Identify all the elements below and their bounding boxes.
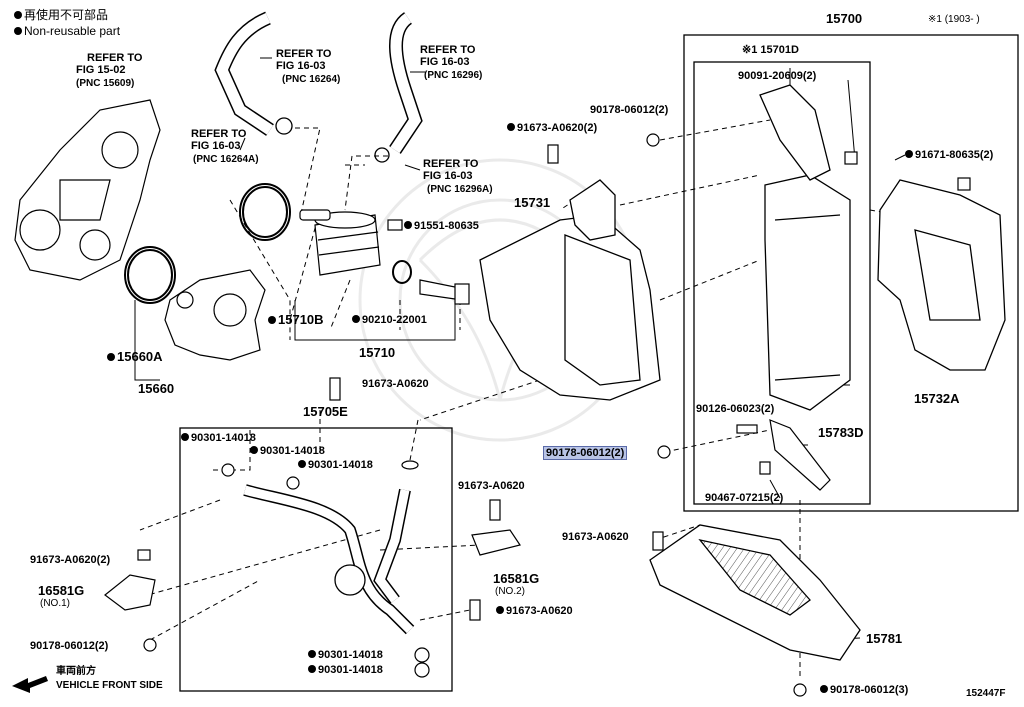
pnc-91673-A0620-a-text: 91673-A0620(2) bbox=[517, 122, 598, 134]
pnc-91673-A0620-f-text: 91673-A0620 bbox=[506, 605, 573, 617]
intercooler bbox=[759, 84, 851, 411]
pnc-15710[interactable]: 15710 bbox=[359, 345, 396, 360]
pnc-91671-80635[interactable]: 91671-80635(2) bbox=[905, 149, 993, 161]
water-pump bbox=[164, 269, 266, 361]
pnc-15732A[interactable]: 15732A bbox=[914, 391, 960, 406]
pnc-91673-A0620-b[interactable]: 91673-A0620 bbox=[362, 378, 429, 390]
refer-4-line2[interactable]: FIG 16-03 bbox=[420, 56, 470, 68]
front-side-jp: 車両前方 bbox=[56, 666, 96, 677]
pnc-15710B[interactable]: 15710B bbox=[268, 313, 324, 327]
pnc-90301-14018-c-text: 90301-14018 bbox=[308, 459, 373, 471]
pnc-15660[interactable]: 15660 bbox=[138, 381, 175, 396]
legend-nonreusable-en: Non-reusable part bbox=[14, 24, 120, 38]
union-bolt bbox=[419, 279, 470, 305]
pnc-90210-22001-text: 90210-22001 bbox=[362, 314, 427, 326]
refer-3-line1: REFER TO bbox=[191, 128, 247, 140]
pnc-16581G-no1-sub: (NO.1) bbox=[40, 598, 70, 609]
pnc-90126-06023[interactable]: 90126-06023(2) bbox=[696, 403, 775, 415]
pnc-15783D[interactable]: 15783D bbox=[818, 425, 864, 440]
figure-number: 152447F bbox=[966, 688, 1006, 699]
refer-3-line3: (PNC 16264A) bbox=[193, 154, 259, 165]
pnc-90301-14018-e-text: 90301-14018 bbox=[318, 664, 383, 676]
hoses-top bbox=[214, 11, 423, 163]
fasteners bbox=[137, 133, 971, 697]
pnc-16581G-no2-sub: (NO.2) bbox=[495, 586, 525, 597]
legend-nonreusable-jp: 再使用不可部品 bbox=[14, 8, 108, 22]
refer-5-line1: REFER TO bbox=[423, 158, 479, 170]
pnc-15660A[interactable]: 15660A bbox=[107, 350, 163, 364]
pnc-90467-07215[interactable]: 90467-07215(2) bbox=[705, 492, 784, 504]
pnc-90301-14018-e[interactable]: 90301-14018 bbox=[308, 664, 383, 676]
refer-5-line3: (PNC 16296A) bbox=[427, 184, 493, 195]
legend-text-en: Non-reusable part bbox=[24, 24, 121, 38]
pnc-16581G-no2[interactable]: 16581G bbox=[493, 571, 540, 586]
refer-5-line2[interactable]: FIG 16-03 bbox=[423, 170, 473, 182]
pnc-90301-14018-d-text: 90301-14018 bbox=[318, 649, 383, 661]
air-duct bbox=[479, 179, 661, 401]
pnc-90210-22001[interactable]: 90210-22001 bbox=[352, 314, 427, 326]
pnc-15701D[interactable]: ※1 15701D bbox=[742, 44, 799, 56]
pnc-90301-14018-a-text: 90301-14018 bbox=[191, 432, 256, 444]
pnc-90301-14018-b-text: 90301-14018 bbox=[260, 445, 325, 457]
refer-2-line3: (PNC 16264) bbox=[282, 74, 341, 85]
pnc-90301-14018-b[interactable]: 90301-14018 bbox=[250, 445, 325, 457]
pnc-90301-14018-d[interactable]: 90301-14018 bbox=[308, 649, 383, 661]
sensor-no1 bbox=[104, 574, 156, 611]
refer-2-line2[interactable]: FIG 16-03 bbox=[276, 60, 326, 72]
engine-housing bbox=[14, 99, 161, 281]
refer-4-line1: REFER TO bbox=[420, 44, 476, 56]
pnc-91551-80635-text: 91551-80635 bbox=[414, 220, 479, 232]
pnc-15660A-text: 15660A bbox=[117, 349, 163, 364]
pnc-90178-06012-highlighted[interactable]: 90178-06012(2) bbox=[543, 446, 628, 460]
refer-1-line1: REFER TO bbox=[87, 52, 143, 64]
pnc-91673-A0620-a[interactable]: 91673-A0620(2) bbox=[507, 122, 597, 134]
pnc-16581G-no1[interactable]: 16581G bbox=[38, 583, 85, 598]
refer-1-line3: (PNC 15609) bbox=[76, 78, 135, 89]
pnc-90178-06012-b[interactable]: 90178-06012(2) bbox=[30, 640, 109, 652]
pnc-15700[interactable]: 15700 bbox=[826, 11, 863, 26]
pnc-90301-14018-a[interactable]: 90301-14018 bbox=[181, 432, 256, 444]
under-cover bbox=[649, 524, 861, 661]
pnc-15731[interactable]: 15731 bbox=[514, 195, 551, 210]
oil-cooler bbox=[299, 209, 381, 276]
legend-text-jp: 再使用不可部品 bbox=[24, 8, 109, 22]
side-bracket bbox=[877, 179, 1006, 371]
pnc-91673-A0620-c[interactable]: 91673-A0620 bbox=[458, 480, 525, 492]
pnc-91673-A0620-e[interactable]: 91673-A0620 bbox=[562, 531, 629, 543]
refer-3-line2[interactable]: FIG 16-03 bbox=[191, 140, 241, 152]
front-side-en: VEHICLE FRONT SIDE bbox=[56, 680, 163, 691]
pnc-15705E[interactable]: 15705E bbox=[303, 404, 348, 419]
pnc-90178-06012-a[interactable]: 90178-06012(2) bbox=[590, 104, 669, 116]
refer-4-line3: (PNC 16296) bbox=[424, 70, 483, 81]
o-rings bbox=[124, 183, 412, 304]
pnc-91551-80635[interactable]: 91551-80635 bbox=[404, 220, 479, 232]
water-pipe bbox=[243, 484, 415, 635]
pnc-90178-06012-c-text: 90178-06012(3) bbox=[830, 684, 909, 696]
pnc-15710B-text: 15710B bbox=[278, 312, 324, 327]
refer-1-line2[interactable]: FIG 15-02 bbox=[76, 64, 126, 76]
sensor-no2 bbox=[471, 529, 521, 556]
pnc-90301-14018-c[interactable]: 90301-14018 bbox=[298, 459, 373, 471]
refer-2-line1: REFER TO bbox=[276, 48, 332, 60]
leader-lines bbox=[129, 119, 901, 680]
pnc-91671-80635-text: 91671-80635(2) bbox=[915, 149, 994, 161]
front-arrow-icon bbox=[12, 676, 48, 693]
pnc-90178-06012-c[interactable]: 90178-06012(3) bbox=[820, 684, 908, 696]
pnc-91673-A0620-d[interactable]: 91673-A0620(2) bbox=[30, 554, 111, 566]
assembly-boxes bbox=[179, 34, 1019, 692]
plate-bracket bbox=[769, 419, 831, 491]
pnc-91673-A0620-f[interactable]: 91673-A0620 bbox=[496, 605, 573, 617]
pnc-15781[interactable]: 15781 bbox=[866, 631, 903, 646]
pnc-90091-20609[interactable]: 90091-20609(2) bbox=[738, 70, 817, 82]
note-range: ※1 (1903- ) bbox=[928, 14, 980, 25]
